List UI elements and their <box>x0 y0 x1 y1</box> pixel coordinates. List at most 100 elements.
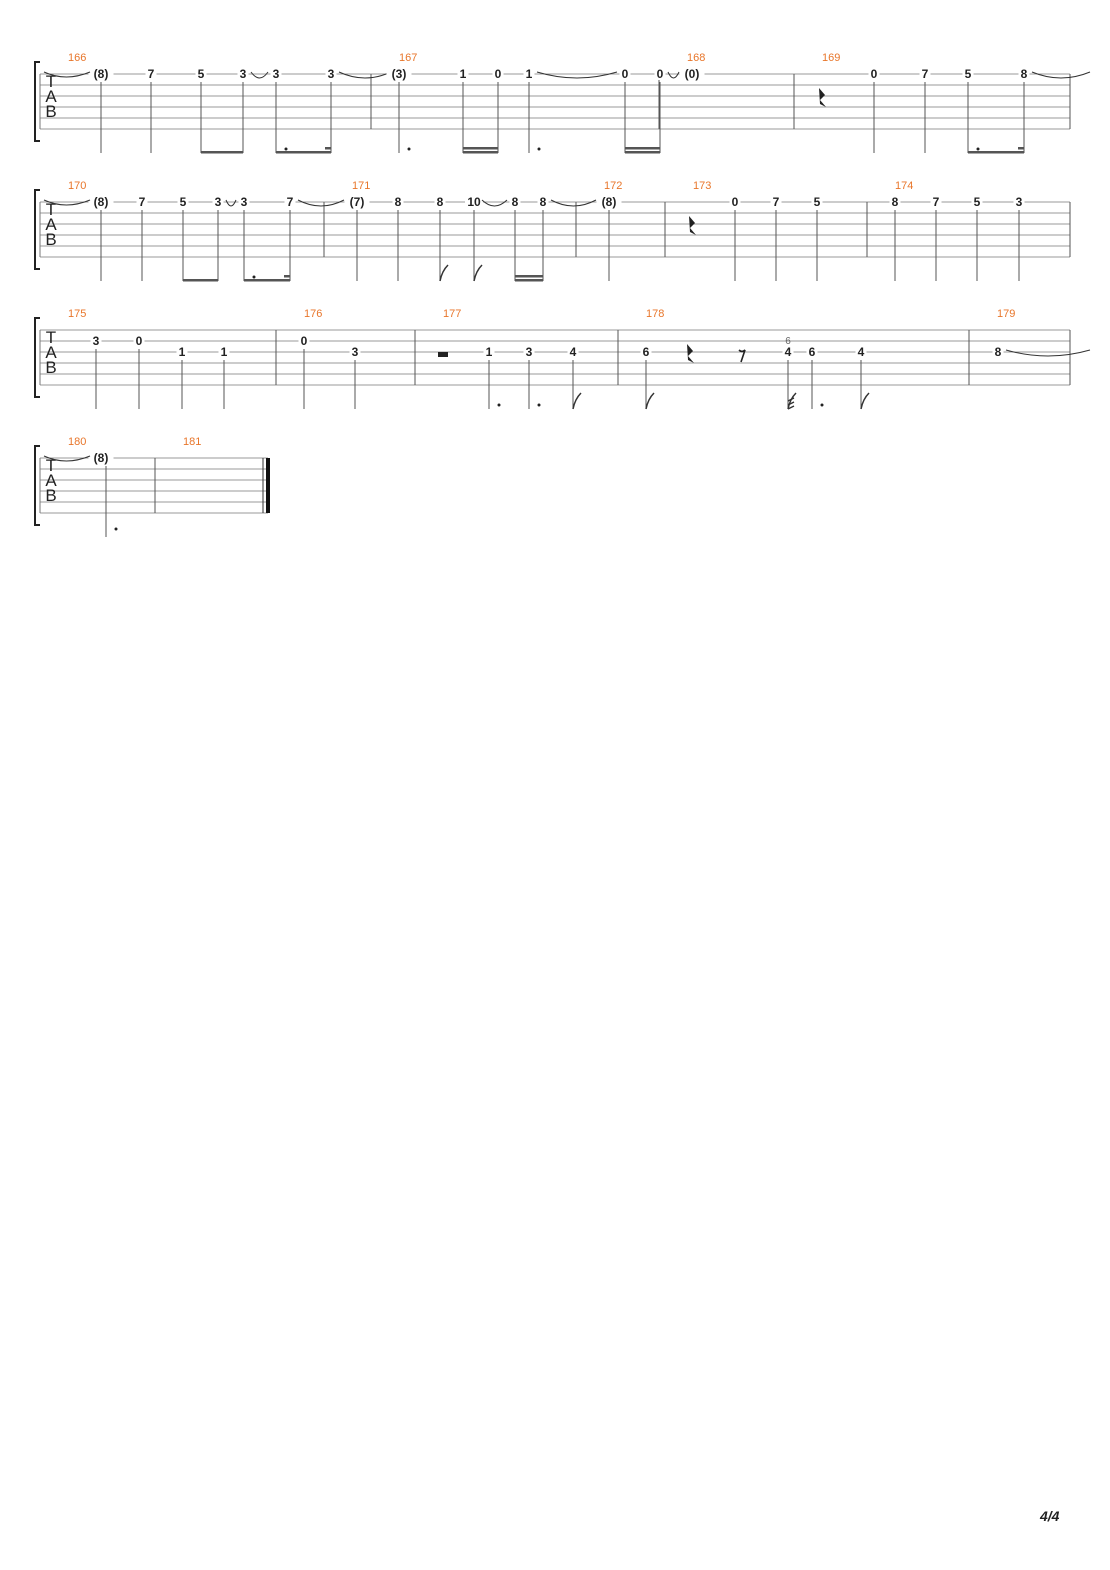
fret-backdrop <box>325 68 337 80</box>
beam-secondary <box>463 147 498 150</box>
tab-clef-letter: T <box>46 72 56 91</box>
dot <box>976 147 980 151</box>
tab-clef-letter: A <box>45 215 57 234</box>
dot <box>407 147 411 151</box>
tab-clef-letter: A <box>45 87 57 106</box>
fret-backdrop <box>284 196 296 208</box>
quarter-rest <box>689 216 696 235</box>
half-rest <box>438 352 448 357</box>
quarter-rest <box>819 88 826 107</box>
fret-backdrop <box>457 68 469 80</box>
fret-backdrop <box>177 196 189 208</box>
fret-number: 0 <box>732 195 739 209</box>
flag <box>860 392 870 410</box>
fret-number: 3 <box>1016 195 1023 209</box>
fret-number: 7 <box>922 67 929 81</box>
fret-backdrop <box>679 68 705 80</box>
fret-backdrop <box>537 196 549 208</box>
fret-number: 4 <box>858 345 865 359</box>
measure-number: 177 <box>443 308 461 320</box>
fret-number: 8 <box>512 195 519 209</box>
system-bracket <box>34 61 40 142</box>
fret-number: 8 <box>437 195 444 209</box>
dot <box>537 147 541 151</box>
fret-backdrop <box>654 68 666 80</box>
fret-backdrop <box>465 196 483 208</box>
fret-number: 7 <box>139 195 146 209</box>
fret-number: 6 <box>643 345 650 359</box>
fret-backdrop <box>962 68 974 80</box>
fret-number: 8 <box>395 195 402 209</box>
flag <box>439 264 449 282</box>
measure-number: 167 <box>399 52 417 64</box>
fret-number: 3 <box>526 345 533 359</box>
fret-number: 3 <box>240 67 247 81</box>
measure-number: 166 <box>68 52 86 64</box>
fret-number: 7 <box>933 195 940 209</box>
system-bracket <box>34 317 40 398</box>
fret-number: 0 <box>495 67 502 81</box>
fret-number: 6 <box>809 345 816 359</box>
tab-clef-letter: A <box>45 471 57 490</box>
dot <box>537 403 541 407</box>
beam <box>968 151 1024 154</box>
fret-backdrop <box>806 346 818 358</box>
tab-clef-letter: T <box>46 328 56 347</box>
fret-number: 3 <box>241 195 248 209</box>
dot <box>497 403 501 407</box>
fret-backdrop <box>523 68 535 80</box>
system-bracket <box>34 189 40 270</box>
fret-backdrop <box>567 346 579 358</box>
fret-number: 10 <box>467 195 481 209</box>
fret-backdrop <box>270 68 282 80</box>
fret-backdrop <box>434 196 446 208</box>
fret-backdrop <box>855 346 867 358</box>
fret-backdrop <box>919 68 931 80</box>
fret-number: (3) <box>392 67 407 81</box>
fret-number: 0 <box>871 67 878 81</box>
fret-number: 8 <box>1021 67 1028 81</box>
fret-number: 5 <box>814 195 821 209</box>
tie-arc <box>1005 349 1091 357</box>
measure-number: 180 <box>68 436 86 448</box>
fret-number: (8) <box>94 451 109 465</box>
incoming-tie <box>43 71 91 78</box>
fret-number: 1 <box>526 67 533 81</box>
fret-backdrop <box>349 346 361 358</box>
fret-backdrop <box>218 346 230 358</box>
fret-backdrop <box>136 196 148 208</box>
tuplet-number: 6 <box>785 336 791 347</box>
fret-backdrop <box>729 196 741 208</box>
beam <box>463 151 498 154</box>
fret-number: 1 <box>486 345 493 359</box>
fret-number: 5 <box>198 67 205 81</box>
fret-number: 4 <box>785 345 792 359</box>
fret-number: 0 <box>136 334 143 348</box>
tie-arc <box>297 199 345 207</box>
tie-arc <box>225 199 237 207</box>
fret-number: 1 <box>221 345 228 359</box>
fret-backdrop <box>811 196 823 208</box>
measure-number: 169 <box>822 52 840 64</box>
fret-number: 1 <box>460 67 467 81</box>
fret-backdrop <box>640 346 652 358</box>
fret-number: (8) <box>94 195 109 209</box>
fret-number: (8) <box>94 67 109 81</box>
fret-number: 8 <box>540 195 547 209</box>
quarter-rest <box>687 344 694 363</box>
fret-backdrop <box>930 196 942 208</box>
incoming-tie <box>43 455 91 462</box>
beam <box>183 279 218 282</box>
measure-number: 176 <box>304 308 322 320</box>
measure-number: 175 <box>68 308 86 320</box>
fret-number: 0 <box>301 334 308 348</box>
measure-number: 168 <box>687 52 705 64</box>
fret-number: 7 <box>773 195 780 209</box>
tie-arc <box>250 71 269 79</box>
measure-number: 178 <box>646 308 664 320</box>
fret-number: (7) <box>350 195 365 209</box>
beam <box>244 279 290 282</box>
fret-number: (8) <box>602 195 617 209</box>
